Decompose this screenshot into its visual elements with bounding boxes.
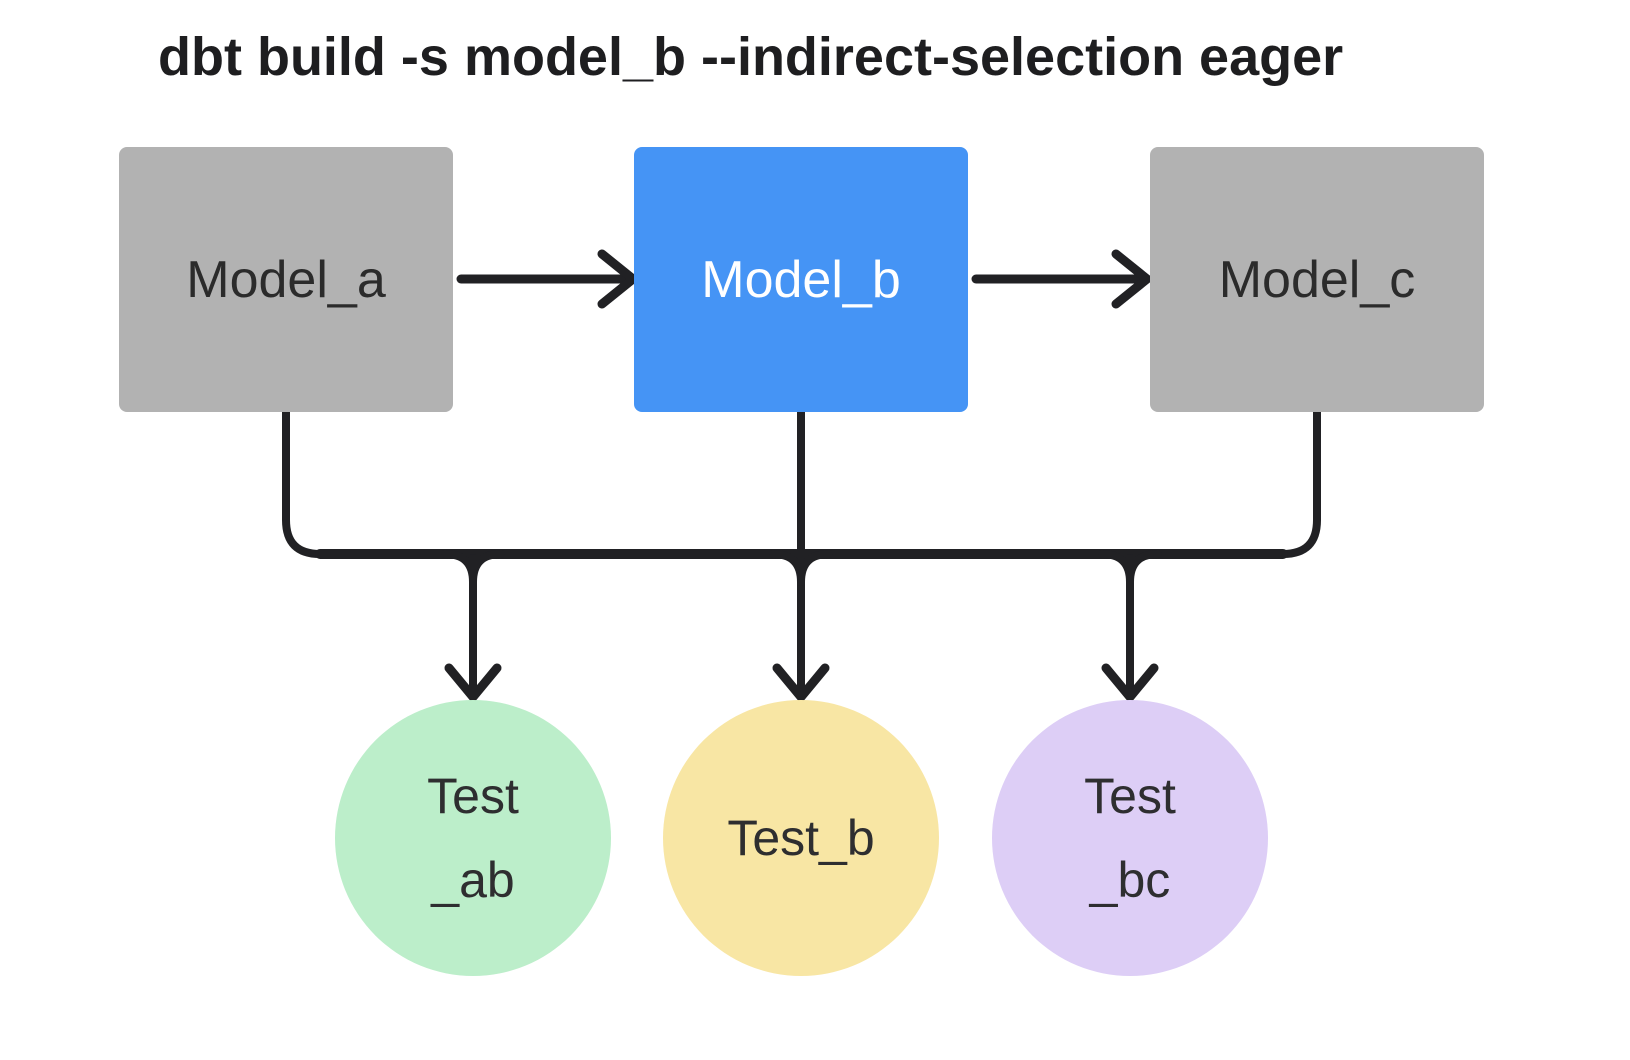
node-test-bc: Test _bc bbox=[992, 700, 1268, 976]
test-bc-label-line-1: Test bbox=[1084, 768, 1176, 824]
test-ab-label-line-2: _ab bbox=[431, 852, 515, 908]
edge-to-test-bc bbox=[1098, 550, 1162, 702]
test-bc-label: Test _bc bbox=[1084, 754, 1176, 922]
branch-fillet-left bbox=[769, 550, 805, 586]
branch-fillet-left bbox=[1098, 550, 1134, 586]
model-c-label: Model_c bbox=[1218, 250, 1416, 309]
test-bc-label-line-2: _bc bbox=[1089, 852, 1171, 908]
node-test-ab: Test _ab bbox=[335, 700, 611, 976]
drop-from-model-c bbox=[797, 408, 1321, 558]
test-ab-label-line-1: Test bbox=[427, 768, 519, 824]
model-b-label: Model_b bbox=[701, 250, 901, 309]
test-b-label: Test_b bbox=[727, 796, 874, 880]
arrow-head-down-icon bbox=[1101, 663, 1159, 702]
drop-from-model-a bbox=[282, 408, 805, 558]
branch-fillet-left bbox=[441, 550, 477, 586]
edge-to-test-b bbox=[769, 408, 833, 702]
node-test-b: Test_b bbox=[663, 700, 939, 976]
fan-in-bus bbox=[282, 408, 1321, 559]
title: dbt build -s model_b --indirect-selectio… bbox=[158, 27, 1344, 87]
arrow-head-right-icon bbox=[1111, 249, 1152, 309]
node-model-b: Model_b bbox=[634, 147, 968, 412]
branch-fillet-right bbox=[797, 550, 833, 586]
arrow-head-right-icon bbox=[597, 249, 638, 309]
node-model-c: Model_c bbox=[1150, 147, 1484, 412]
edge-to-test-ab bbox=[441, 550, 505, 702]
model-a-label: Model_a bbox=[186, 250, 386, 309]
test-ab-label: Test _ab bbox=[427, 754, 519, 922]
node-model-a: Model_a bbox=[119, 147, 453, 412]
arrow-head-down-icon bbox=[444, 663, 502, 702]
edge-model-b-to-model-c bbox=[971, 249, 1152, 309]
branch-fillet-right bbox=[469, 550, 505, 586]
edge-model-a-to-model-b bbox=[456, 249, 638, 309]
branch-fillet-right bbox=[1126, 550, 1162, 586]
arrow-head-down-icon bbox=[772, 663, 830, 702]
test-b-label-line-1: Test_b bbox=[727, 810, 875, 866]
